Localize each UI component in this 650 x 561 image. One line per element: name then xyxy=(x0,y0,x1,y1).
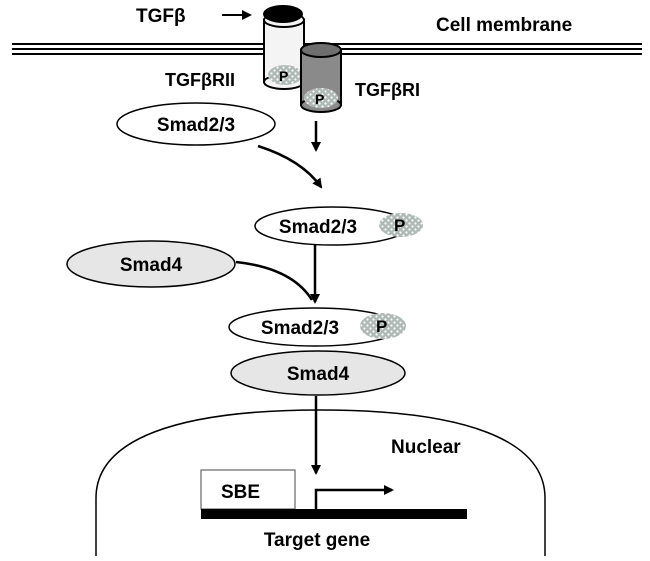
complex-smad4 xyxy=(230,350,406,396)
receptor-ii-p-label: P xyxy=(279,68,288,84)
receptor-ii-label: TGFβRII xyxy=(165,70,235,90)
complex-phospho-group xyxy=(360,313,406,339)
target-gene-label: Target gene xyxy=(264,530,370,551)
complex-p-label: P xyxy=(376,317,387,336)
smad23-unphosphorylated xyxy=(116,102,276,146)
receptor-i-label: TGFβRI xyxy=(355,80,420,100)
tgf-beta-label: TGFβ xyxy=(136,6,186,27)
smad4-free xyxy=(66,240,236,288)
nucleus-outline xyxy=(95,409,546,556)
phosphorylation-arrow xyxy=(257,144,323,189)
smad4-left-label: Smad4 xyxy=(120,255,183,276)
target-gene-bar xyxy=(201,509,467,519)
tgf-beta-receptor-i: P xyxy=(300,42,342,113)
membrane-label: Cell membrane xyxy=(436,15,572,36)
smad23-p-label: P xyxy=(394,216,405,235)
smad23-phospho-group xyxy=(379,213,423,237)
nuclear-label: Nuclear xyxy=(391,437,461,458)
tgf-beta-receptor-ii: P xyxy=(263,12,305,90)
complex-smad4-label: Smad4 xyxy=(287,364,350,385)
transcription-start-arrow xyxy=(314,485,394,509)
smad4-binding-arrow xyxy=(235,260,314,301)
sbe-box xyxy=(200,469,296,510)
smad23-top-label: Smad2/3 xyxy=(157,115,235,136)
tgf-beta-ligand xyxy=(263,5,303,23)
receptor-i-p-label: P xyxy=(315,91,324,107)
receptor-ii-phospho xyxy=(268,65,302,85)
sbe-label: SBE xyxy=(221,482,260,503)
receptor-i-phospho xyxy=(304,88,338,108)
complex-smad23-label: Smad2/3 xyxy=(261,318,339,339)
smad23-mid-label: Smad2/3 xyxy=(279,217,357,238)
